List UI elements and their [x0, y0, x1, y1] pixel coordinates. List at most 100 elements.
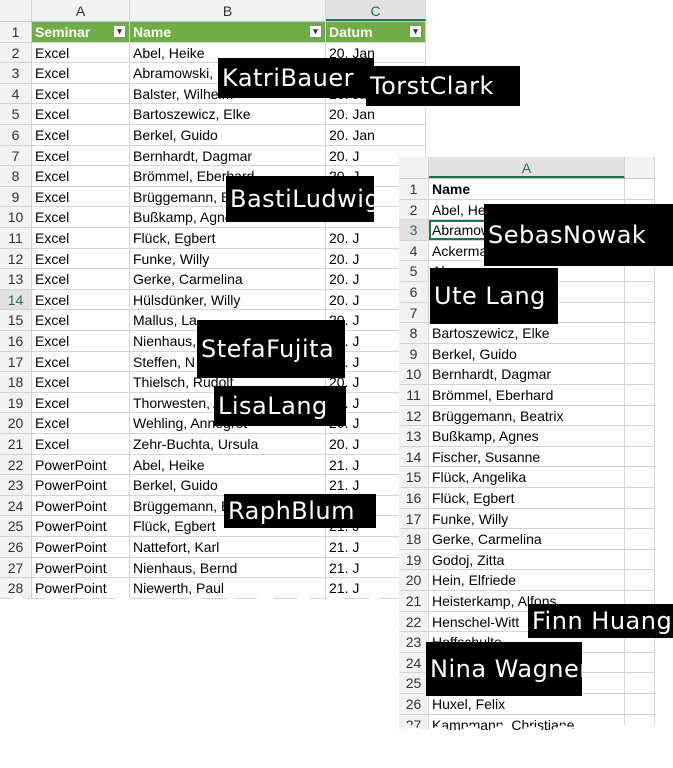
table-cell[interactable]: PowerPoint [32, 578, 130, 598]
table-cell[interactable]: Kampmann, Christiane [429, 714, 625, 733]
row-number[interactable]: 26 [399, 694, 429, 714]
table-cell[interactable]: Excel [32, 289, 130, 310]
table-cell[interactable] [625, 261, 655, 281]
row-number[interactable]: 18 [399, 529, 429, 549]
table-cell[interactable]: Hein, Elfriede [429, 570, 625, 590]
table-cell[interactable] [625, 467, 655, 487]
table-cell[interactable]: Excel [32, 413, 130, 433]
table-cell[interactable]: Excel [32, 83, 130, 104]
row-number[interactable]: 25 [399, 673, 429, 693]
table-cell[interactable]: PowerPoint [32, 516, 130, 536]
table-cell[interactable]: Abel, Heike [130, 42, 326, 63]
table-cell[interactable]: Bernhardt, Dagmar [429, 364, 625, 384]
table-cell[interactable]: Excel [32, 63, 130, 83]
row-number[interactable]: 11 [0, 228, 32, 248]
row-number[interactable]: 17 [0, 351, 32, 372]
table-cell[interactable]: 20. Jan [326, 125, 426, 145]
table-cell[interactable]: Excel [32, 104, 130, 124]
table-cell[interactable]: Berkel, Guido [429, 343, 625, 364]
table-cell[interactable]: Funke, Willy [130, 248, 326, 269]
row-number[interactable]: 12 [399, 405, 429, 426]
table-header-cell[interactable]: Seminar▾ [32, 22, 130, 42]
table-cell[interactable]: Brömmel, Eberhard [429, 385, 625, 405]
table-cell[interactable]: Berkel, Guido [130, 125, 326, 145]
column-header-b[interactable]: B [130, 0, 326, 21]
row-number[interactable]: 3 [0, 63, 32, 83]
table-cell[interactable]: Berkel, Guido [130, 475, 326, 495]
table-cell[interactable]: Excel [32, 372, 130, 392]
table-cell[interactable]: PowerPoint [32, 454, 130, 475]
table-cell[interactable]: Godoj, Zitta [429, 549, 625, 570]
table-cell[interactable]: Niewerth, Paul [130, 578, 326, 598]
row-number[interactable]: 9 [0, 186, 32, 207]
table-cell[interactable]: Funke, Willy [429, 508, 625, 529]
table-cell[interactable]: Flück, Egbert [130, 228, 326, 248]
table-cell[interactable] [625, 652, 655, 673]
table-cell[interactable]: Gerke, Carmelina [429, 529, 625, 549]
row-number[interactable]: 15 [0, 310, 32, 330]
row-number[interactable]: 14 [0, 289, 32, 310]
row-number[interactable]: 27 [399, 714, 429, 733]
row-number[interactable]: 18 [0, 372, 32, 392]
table-cell[interactable]: Excel [32, 125, 130, 145]
table-cell[interactable]: Huxel, Felix [429, 694, 625, 714]
row-number[interactable]: 6 [399, 282, 429, 302]
table-cell[interactable]: Bernhardt, Dagmar [130, 145, 326, 166]
table-cell[interactable]: 20. J [326, 145, 426, 166]
table-cell[interactable]: Heisterkamp, Alfons [429, 591, 625, 611]
row-number[interactable]: 1 [399, 179, 429, 199]
table-cell[interactable] [625, 591, 655, 611]
table-cell[interactable] [625, 673, 655, 693]
row-number[interactable]: 17 [399, 508, 429, 529]
table-cell[interactable] [625, 446, 655, 467]
row-number[interactable]: 22 [399, 611, 429, 632]
column-header-c[interactable]: C [326, 0, 426, 21]
row-number[interactable]: 7 [399, 302, 429, 323]
table-cell[interactable]: 20. Jan [326, 42, 426, 63]
table-cell[interactable] [625, 282, 655, 302]
row-number[interactable]: 26 [0, 537, 32, 557]
row-number[interactable]: 10 [0, 207, 32, 227]
table-cell[interactable]: Bartoszewicz, Elke [429, 323, 625, 343]
table-cell[interactable]: Flück, Angelika [429, 467, 625, 487]
row-number[interactable]: 8 [399, 323, 429, 343]
table-cell[interactable]: Hülsdünker, Willy [130, 289, 326, 310]
row-number[interactable]: 14 [399, 446, 429, 467]
row-number[interactable]: 11 [399, 385, 429, 405]
row-number[interactable]: 19 [399, 549, 429, 570]
row-number[interactable]: 20 [0, 413, 32, 433]
row-number[interactable]: 25 [0, 516, 32, 536]
row-number[interactable]: 16 [0, 331, 32, 351]
row-number[interactable]: 4 [399, 240, 429, 261]
table-cell[interactable]: Bartoszewicz, Elke [130, 104, 326, 124]
table-cell[interactable]: Excel [32, 228, 130, 248]
filter-dropdown-icon[interactable]: ▾ [409, 25, 422, 38]
row-number[interactable]: 2 [399, 199, 429, 220]
column-header-a[interactable]: A [32, 0, 130, 21]
column-header-b[interactable] [625, 157, 655, 178]
table-cell[interactable]: Excel [32, 166, 130, 186]
table-cell[interactable]: Excel [32, 248, 130, 269]
table-cell[interactable] [625, 179, 655, 199]
table-cell[interactable] [625, 343, 655, 364]
table-cell[interactable]: Nattefort, Karl [130, 537, 326, 557]
row-number[interactable]: 15 [399, 467, 429, 487]
table-cell[interactable]: Nienhaus, Bernd [130, 557, 326, 578]
table-cell[interactable] [625, 426, 655, 446]
table-cell[interactable]: Flück, Egbert [429, 488, 625, 508]
row-number[interactable]: 20 [399, 570, 429, 590]
table-cell[interactable]: Excel [32, 207, 130, 227]
row-number[interactable]: 8 [0, 166, 32, 186]
table-cell[interactable]: PowerPoint [32, 537, 130, 557]
table-cell[interactable] [625, 632, 655, 652]
row-number[interactable]: 7 [0, 145, 32, 166]
table-cell[interactable] [625, 364, 655, 384]
filter-dropdown-icon[interactable]: ▾ [309, 25, 322, 38]
row-number[interactable]: 13 [399, 426, 429, 446]
row-number[interactable]: 4 [0, 83, 32, 104]
row-number[interactable]: 2 [0, 42, 32, 63]
row-number[interactable]: 6 [0, 125, 32, 145]
table-cell[interactable]: PowerPoint [32, 495, 130, 516]
table-cell[interactable]: PowerPoint [32, 557, 130, 578]
row-number[interactable]: 24 [0, 495, 32, 516]
